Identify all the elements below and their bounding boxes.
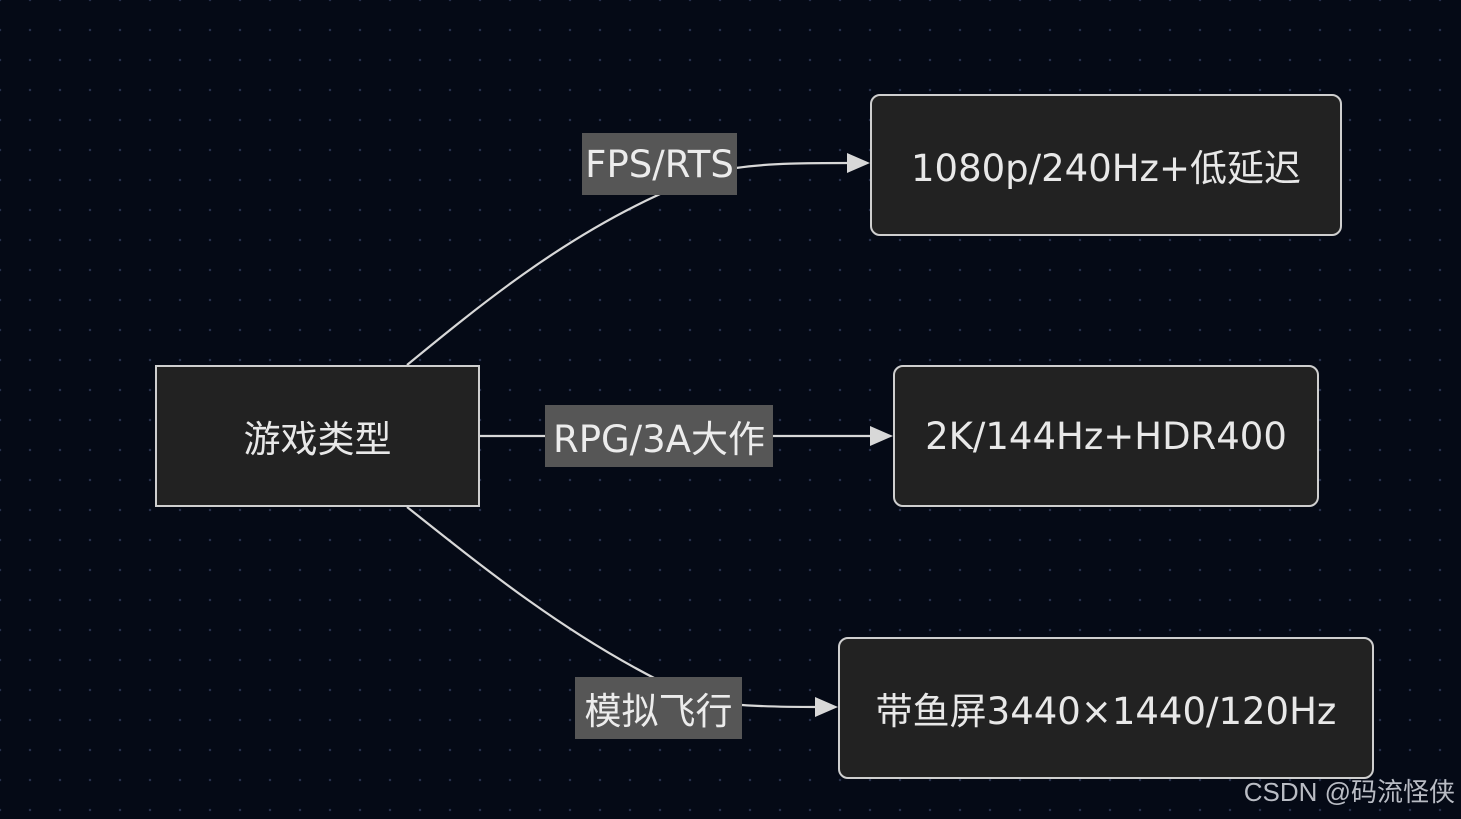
watermark-text: CSDN @码流怪侠	[1243, 777, 1455, 807]
target-node-2k-label: 2K/144Hz+HDR400	[925, 414, 1287, 458]
edge-label-fps-rts-text: FPS/RTS	[585, 142, 734, 186]
edge-label-flight-sim-text: 模拟飞行	[584, 690, 733, 733]
target-node-2k-144hz: 2K/144Hz+HDR400	[893, 365, 1319, 507]
edge-label-fps-rts: FPS/RTS	[582, 133, 737, 195]
target-node-ultrawide-label: 带鱼屏3440×1440/120Hz	[875, 690, 1337, 733]
root-node-game-type: 游戏类型	[155, 365, 480, 507]
target-node-1080p-label: 1080p/240Hz+低延迟	[911, 147, 1301, 190]
edge-label-flight-sim: 模拟飞行	[575, 677, 742, 739]
arrow-flight-sim	[815, 697, 838, 717]
target-node-ultrawide: 带鱼屏3440×1440/120Hz	[838, 637, 1374, 779]
edge-label-rpg-3a-text: RPG/3A大作	[552, 418, 765, 461]
target-node-1080p-240hz: 1080p/240Hz+低延迟	[870, 94, 1342, 236]
root-node-label: 游戏类型	[243, 418, 392, 461]
arrow-fps-rts	[847, 153, 870, 173]
edge-label-rpg-3a: RPG/3A大作	[545, 405, 773, 467]
arrow-rpg-3a	[870, 426, 893, 446]
